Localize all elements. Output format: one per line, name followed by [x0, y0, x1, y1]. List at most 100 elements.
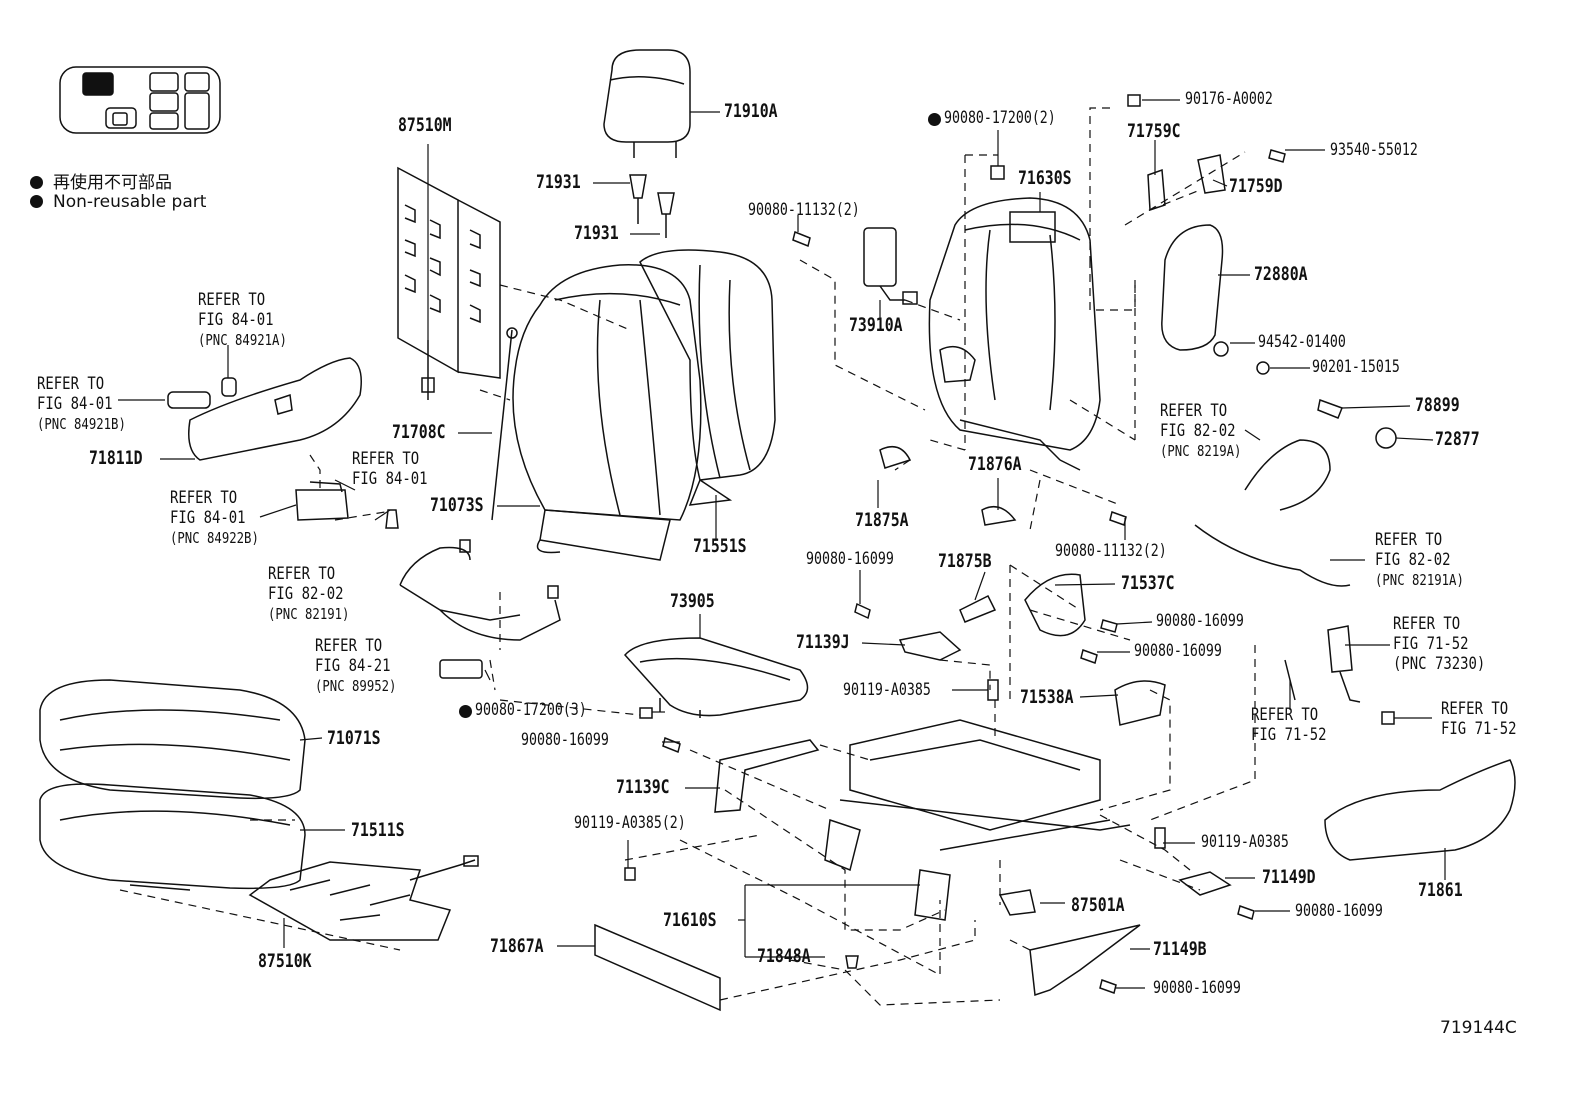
part-callout-71759c[interactable]: 71759C [1127, 120, 1181, 142]
refer-note-fig-84-01-84921a[interactable]: REFER TO FIG 84-01 (PNC 84921A) [198, 290, 287, 350]
refer-note-pnc: (PNC 89952) [315, 677, 397, 695]
part-callout-90080-16099[interactable]: 90080-16099 [1134, 641, 1222, 661]
part-callout-90080-16099[interactable]: 90080-16099 [1295, 901, 1383, 921]
bolt-78899-drawing [1317, 398, 1343, 419]
part-callout-73910a[interactable]: 73910A [849, 314, 903, 336]
part-callout-71861[interactable]: 71861 [1418, 879, 1463, 901]
part-callout-71610s[interactable]: 71610S [663, 909, 717, 931]
wire-harness-drawing [399, 539, 561, 641]
part-callout-90080-16099[interactable]: 90080-16099 [1156, 611, 1244, 631]
cushion-cover-drawing [39, 679, 306, 800]
seatback-cover-drawing [512, 264, 702, 561]
non-reusable-dot-icon [928, 113, 941, 126]
part-callout-71537c[interactable]: 71537C [1121, 572, 1175, 594]
refer-note-fig-71-52[interactable]: REFER TO FIG 71-52 [1251, 705, 1327, 745]
refer-note-fig-82-02-8219a[interactable]: REFER TO FIG 82-02 (PNC 8219A) [1160, 401, 1241, 461]
part-callout-90080-11132-2[interactable]: 90080-11132(2) [1055, 541, 1167, 561]
part-callout-78899[interactable]: 78899 [1415, 394, 1460, 416]
part-callout-71511s[interactable]: 71511S [351, 819, 405, 841]
part-callout-71630s[interactable]: 71630S [1018, 167, 1072, 189]
part-callout-71931[interactable]: 71931 [536, 171, 581, 193]
part-callout-71931[interactable]: 71931 [574, 222, 619, 244]
part-callout-90080-16099[interactable]: 90080-16099 [1153, 978, 1241, 998]
refer-note-fig-84-01-84921b[interactable]: REFER TO FIG 84-01 (PNC 84921B) [37, 374, 126, 434]
refer-note-fig-71-52-73230[interactable]: REFER TO FIG 71-52 (PNC 73230) [1393, 614, 1485, 674]
part-callout-94542-01400[interactable]: 94542-01400 [1258, 332, 1346, 352]
refer-note-line: FIG 82-02 [1375, 550, 1451, 570]
seatback-frame-drawing [928, 197, 1101, 471]
refer-note-fig-84-01[interactable]: REFER TO FIG 84-01 [352, 449, 428, 489]
refer-note-fig-82-02-82191a[interactable]: REFER TO FIG 82-02 (PNC 82191A) [1375, 530, 1464, 590]
refer-note-line: FIG 71-52 [1441, 719, 1517, 739]
part-callout-71759d[interactable]: 71759D [1229, 175, 1283, 197]
part-callout-93540-55012[interactable]: 93540-55012 [1330, 140, 1418, 160]
part-callout-71875a[interactable]: 71875A [855, 509, 909, 531]
cover-71149d-drawing [1178, 871, 1232, 896]
cover-71759d-drawing [1197, 154, 1226, 194]
refer-note-line: REFER TO [1441, 699, 1509, 719]
refer-note-line: FIG 84-21 [315, 656, 391, 676]
cover-71149b-drawing [1029, 924, 1141, 997]
refer-note-fig-84-01-84922b[interactable]: REFER TO FIG 84-01 (PNC 84922B) [170, 488, 259, 548]
non-reusable-dot-icon [459, 705, 472, 718]
back-board-drawing [1161, 224, 1224, 351]
refer-note-fig-71-52[interactable]: REFER TO FIG 71-52 [1441, 699, 1517, 739]
refer-note-line: REFER TO [352, 449, 420, 469]
part-callout-72877[interactable]: 72877 [1435, 428, 1480, 450]
part-callout-90080-17200-3[interactable]: 90080-17200(3) [475, 700, 587, 720]
legend-en-text: Non-reusable part [53, 192, 207, 212]
part-callout-90119-a0385[interactable]: 90119-A0385 [1201, 832, 1289, 852]
part-callout-71139c[interactable]: 71139C [616, 776, 670, 798]
part-callout-90201-15015[interactable]: 90201-15015 [1312, 357, 1400, 377]
refer-note-line: FIG 82-02 [1160, 421, 1236, 441]
bracket-71139c-drawing [714, 739, 820, 813]
part-callout-90119-a0385[interactable]: 90119-A0385 [843, 680, 931, 700]
stay-wire-end [506, 327, 518, 339]
part-callout-71073s[interactable]: 71073S [430, 494, 484, 516]
part-callout-87510m[interactable]: 87510M [398, 114, 452, 136]
refer-note-fig-82-02-82191[interactable]: REFER TO FIG 82-02 (PNC 82191) [268, 564, 349, 624]
part-callout-71811d[interactable]: 71811D [89, 447, 143, 469]
part-callout-73905[interactable]: 73905 [670, 590, 715, 612]
refer-note-line: FIG 84-01 [352, 469, 428, 489]
refer-note-line: REFER TO [315, 636, 383, 656]
part-callout-71708c[interactable]: 71708C [392, 421, 446, 443]
harness-8219a-drawing [1244, 439, 1331, 511]
part-callout-71538a[interactable]: 71538A [1020, 686, 1074, 708]
refer-note-line: REFER TO [1251, 705, 1319, 725]
legend-non-reusable-en: Non-reusable part [30, 192, 206, 212]
part-callout-71910a[interactable]: 71910A [724, 100, 778, 122]
seatbelt-buckle-drawing [1284, 625, 1361, 703]
seatback-heater-drawing [397, 166, 501, 400]
part-callout-87510k[interactable]: 87510K [258, 950, 312, 972]
refer-note-line: FIG 71-52 [1393, 634, 1469, 654]
refer-note-pnc: (PNC 84922B) [170, 529, 259, 547]
part-callout-90080-11132-2[interactable]: 90080-11132(2) [748, 200, 860, 220]
part-callout-90119-a0385-2[interactable]: 90119-A0385(2) [574, 813, 686, 833]
refer-note-line: FIG 84-01 [37, 394, 113, 414]
clip-94542-drawing [1213, 341, 1229, 357]
cover-71538a-drawing [1114, 680, 1166, 726]
nut-90201-drawing [1256, 361, 1270, 375]
part-callout-71875b[interactable]: 71875B [938, 550, 992, 572]
part-callout-71149d[interactable]: 71149D [1262, 866, 1316, 888]
part-callout-87501a[interactable]: 87501A [1071, 894, 1125, 916]
part-callout-72880a[interactable]: 72880A [1254, 263, 1308, 285]
part-callout-71551s[interactable]: 71551S [693, 535, 747, 557]
part-callout-90080-16099[interactable]: 90080-16099 [806, 549, 894, 569]
part-callout-71071s[interactable]: 71071S [327, 727, 381, 749]
connector-drawing [439, 659, 483, 679]
refer-note-pnc: (PNC 73230) [1393, 654, 1486, 674]
refer-note-pnc: (PNC 84921A) [198, 331, 287, 349]
part-callout-71149b[interactable]: 71149B [1153, 938, 1207, 960]
refer-note-pnc: (PNC 84921B) [37, 415, 126, 433]
part-callout-71848a[interactable]: 71848A [757, 945, 811, 967]
refer-note-fig-84-21-89952[interactable]: REFER TO FIG 84-21 (PNC 89952) [315, 636, 396, 696]
part-callout-71867a[interactable]: 71867A [490, 935, 544, 957]
part-callout-90176-a0002[interactable]: 90176-A0002 [1185, 89, 1273, 109]
part-callout-90080-16099[interactable]: 90080-16099 [521, 730, 609, 750]
part-callout-71139j[interactable]: 71139J [796, 631, 850, 653]
part-callout-71876a[interactable]: 71876A [968, 453, 1022, 475]
part-callout-90080-17200-2[interactable]: 90080-17200(2) [944, 108, 1056, 128]
